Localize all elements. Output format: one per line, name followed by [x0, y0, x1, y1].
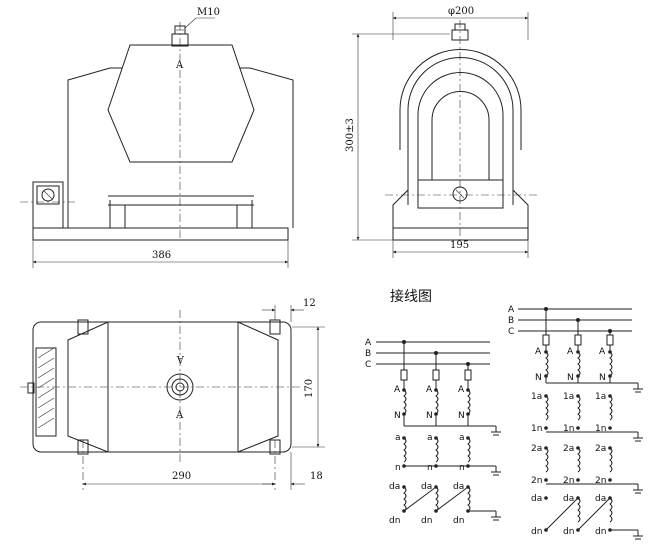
bolt-size-label: M10: [197, 7, 220, 18]
left-col3-primary-bottom: N: [458, 411, 465, 421]
right-col1-residual-bottom: dn: [531, 527, 542, 537]
right-col1-w2-top: 2a: [531, 444, 542, 454]
right-col1-primary-bottom: N: [535, 373, 542, 383]
left-col2-secondary-bottom: n: [427, 463, 433, 473]
plan-section-mark-bottom: A: [175, 410, 184, 421]
right-col2-residual-top: da: [563, 494, 574, 504]
left-col3-secondary-top: a: [459, 433, 465, 443]
plan-section-mark-top: A: [176, 353, 185, 364]
right-col3-residual-top: da: [595, 494, 606, 504]
right-col3-primary-bottom: N: [599, 373, 606, 383]
left-col3-residual-bottom: dn: [453, 516, 464, 526]
dim-overall-width: 386: [152, 250, 171, 261]
left-col2-primary-top: A: [426, 385, 433, 395]
right-col2-w1-top: 1a: [563, 392, 574, 402]
left-col2-secondary-top: a: [427, 433, 433, 443]
phase-label-c-right: C: [508, 327, 514, 337]
front-section-mark: A: [175, 60, 184, 71]
dim-base-width: 195: [450, 240, 469, 251]
left-col2-residual-top: da: [421, 482, 432, 492]
dim-offset-top: 12: [303, 298, 316, 309]
right-col1-residual-top: da: [531, 494, 542, 504]
phase-label-a-right: A: [508, 305, 515, 315]
phase-label-b: B: [365, 349, 371, 359]
right-col3-w1-top: 1a: [595, 392, 606, 402]
right-col2-primary-bottom: N: [567, 373, 574, 383]
dim-height: 300±3: [345, 118, 356, 152]
right-col3-w2-top: 2a: [595, 444, 606, 454]
wiring-title: 接线图: [390, 288, 432, 305]
front-elevation: M10 A 386: [20, 7, 294, 268]
left-col3-secondary-bottom: n: [459, 463, 465, 473]
left-col1-residual-top: da: [389, 482, 400, 492]
right-col1-w2-bottom: 2n: [531, 476, 542, 486]
left-col1-residual-bottom: dn: [389, 516, 400, 526]
phase-label-c: C: [365, 360, 371, 370]
wiring-diagram-left: A B C: [365, 338, 501, 526]
left-col1-primary-bottom: N: [394, 411, 401, 421]
phase-label-b-right: B: [508, 316, 514, 326]
side-elevation: φ200 300±3 195: [345, 6, 540, 258]
right-col2-residual-bottom: dn: [563, 527, 574, 537]
right-col2-w2-top: 2a: [563, 444, 574, 454]
right-col2-w1-bottom: 1n: [563, 424, 574, 434]
left-col1-secondary-bottom: n: [395, 463, 401, 473]
phase-label-a: A: [365, 338, 372, 348]
left-col2-residual-bottom: dn: [421, 516, 432, 526]
left-col3-residual-top: da: [453, 482, 464, 492]
right-col1-w1-top: 1a: [531, 392, 542, 402]
right-col2-primary-top: A: [567, 347, 574, 357]
dim-offset-bottom: 18: [310, 471, 323, 482]
left-col1-primary-top: A: [394, 385, 401, 395]
right-col3-primary-top: A: [599, 347, 606, 357]
plan-view: A A 12 170 290 18: [20, 298, 325, 490]
right-col3-w1-bottom: 1n: [595, 424, 606, 434]
left-col2-primary-bottom: N: [426, 411, 433, 421]
dim-hole-spacing: 290: [172, 471, 191, 482]
dim-depth: 170: [304, 379, 315, 398]
right-col2-w2-bottom: 2n: [563, 476, 574, 486]
right-col1-w1-bottom: 1n: [531, 424, 542, 434]
left-col3-primary-top: A: [458, 385, 465, 395]
left-col1-secondary-top: a: [395, 433, 401, 443]
right-col1-primary-top: A: [535, 347, 542, 357]
right-col3-w2-bottom: 2n: [595, 476, 606, 486]
dim-diameter: φ200: [448, 6, 474, 17]
wiring-diagram-right: A B C: [508, 305, 643, 540]
right-col3-residual-bottom: dn: [595, 527, 606, 537]
